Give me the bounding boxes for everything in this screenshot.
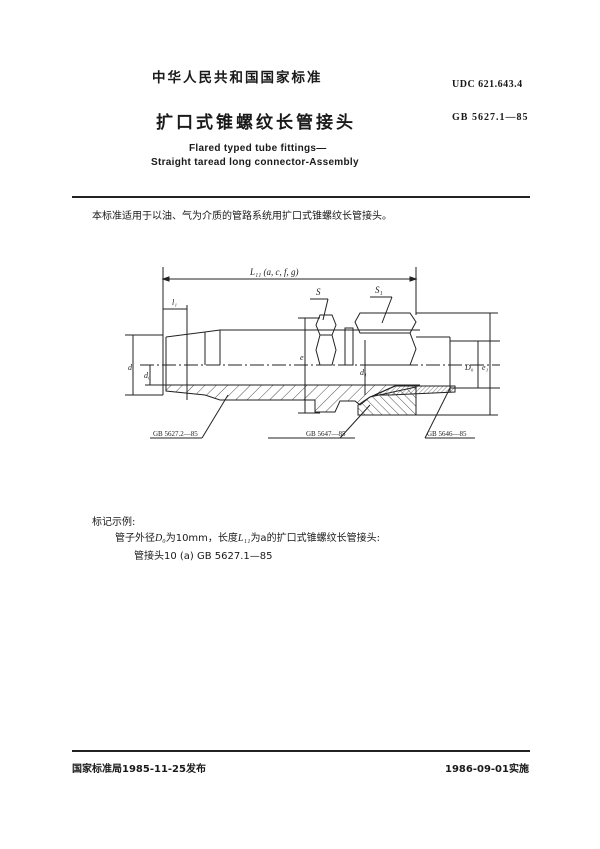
technical-drawing: L₁₁ (a, c, f, g) l₁ S S₁ d d₀ e d₁ D₀ e₁… <box>125 267 500 439</box>
marking-line1-prefix: 管子外径 <box>115 533 155 544</box>
footer-divider <box>72 750 530 752</box>
label-d1: d₁ <box>360 368 367 377</box>
callout-right: GB 5646—85 <box>427 430 467 438</box>
label-s1: S₁ <box>375 285 383 295</box>
udc-code: UDC 621.643.4 <box>452 79 523 90</box>
label-d0: d₀ <box>144 371 151 380</box>
marking-line1-suffix: 为a的扩口式锥螺纹长管接头: <box>250 533 380 544</box>
document-title-chinese: 扩口式锥螺纹长管接头 <box>156 113 356 133</box>
document-title-english-line2: Straight taread long connector-Assembly <box>151 157 359 168</box>
label-l1: l₁ <box>172 298 177 307</box>
dimension-length-label: L₁₁ (a, c, f, g) <box>249 267 299 277</box>
callout-left: GB 5627.2—85 <box>153 430 198 438</box>
label-D0: D₀ <box>464 363 474 372</box>
label-d: d <box>128 363 133 372</box>
marking-example-code: 管接头10 (a) GB 5627.1—85 <box>134 551 273 562</box>
marking-line1-mid: 为10mm，长度 <box>165 533 238 544</box>
header-divider <box>72 196 530 198</box>
callout-middle: GB 5647—85 <box>306 430 346 438</box>
label-e: e <box>300 353 304 362</box>
label-e1: e₁ <box>482 363 489 372</box>
marking-example-title: 标记示例: <box>92 517 136 528</box>
document-title-english-line1: Flared typed tube fittings— <box>189 143 327 154</box>
marking-var-D0: D₀ <box>155 533 166 544</box>
marking-var-L11: L₁₁ <box>237 533 251 544</box>
standard-organization: 中华人民共和国国家标准 <box>152 70 323 86</box>
gb-standard-number: GB 5627.1—85 <box>452 112 529 123</box>
scope-text: 本标准适用于以油、气为介质的管路系统用扩口式锥螺纹长管接头。 <box>92 211 392 222</box>
effective-date: 1986-09-01实施 <box>445 764 529 775</box>
marking-example-description: 管子外径D₀为10mm，长度L₁₁为a的扩口式锥螺纹长管接头: <box>115 529 380 544</box>
label-s: S <box>316 287 321 297</box>
issued-date: 国家标准局1985-11-25发布 <box>72 764 206 775</box>
